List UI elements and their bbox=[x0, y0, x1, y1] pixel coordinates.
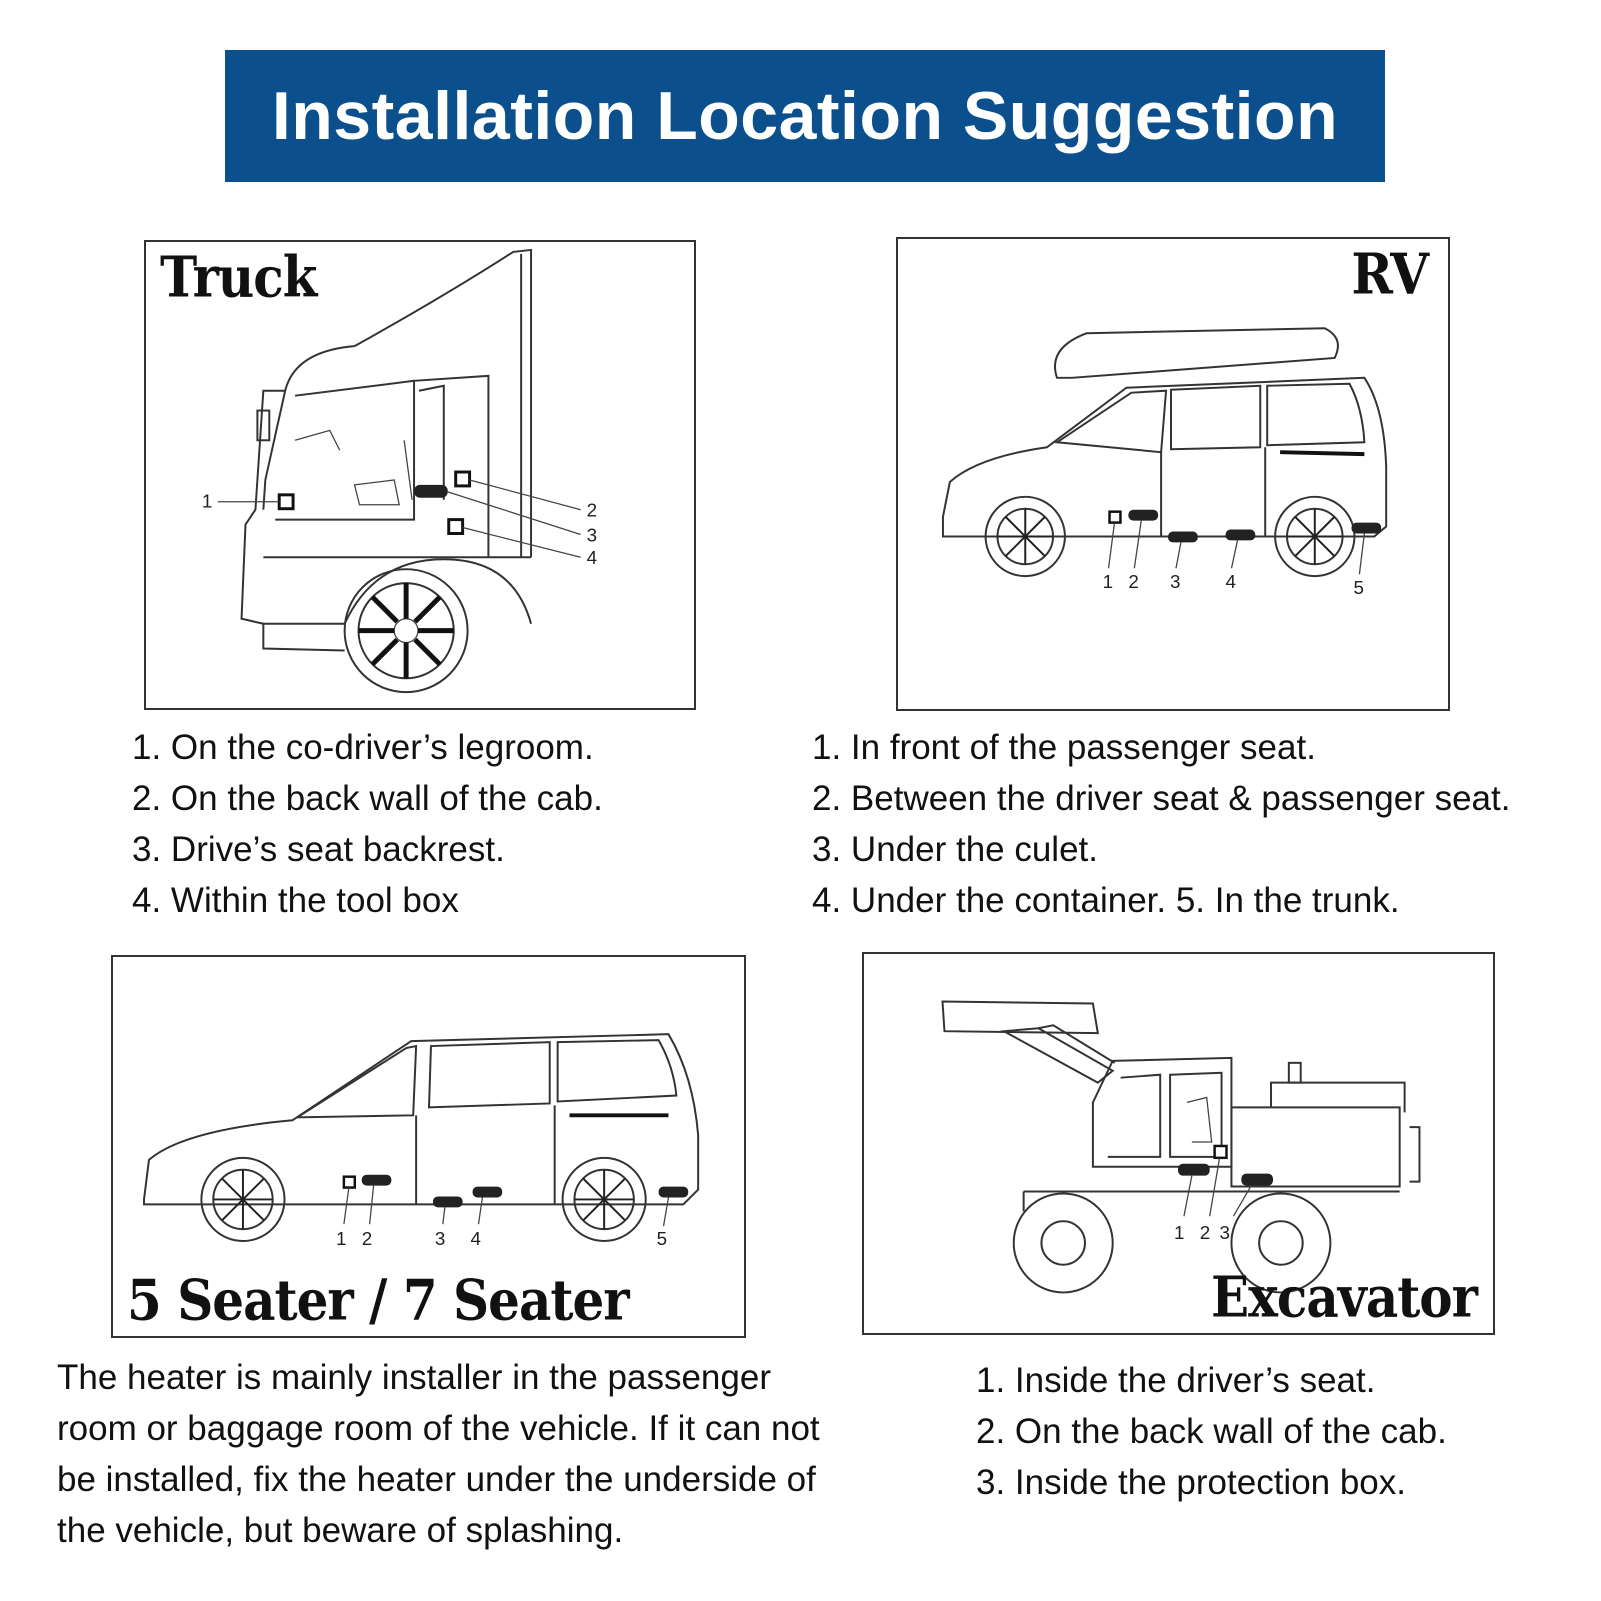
seater-callout-4: 4 bbox=[471, 1228, 481, 1249]
rv-callout-3: 3 bbox=[1170, 571, 1180, 592]
seater-illustration: 1 2 3 4 5 bbox=[143, 1033, 700, 1249]
list-item: 4. Under the container. 5. In the trunk. bbox=[812, 881, 1400, 920]
list-item: 3. Drive’s seat backrest. bbox=[132, 830, 505, 869]
rv-callout-1: 1 bbox=[1103, 571, 1113, 592]
seater-callout-5: 5 bbox=[657, 1228, 667, 1249]
excavator-callout-2: 2 bbox=[1200, 1222, 1210, 1243]
truck-callout-4: 4 bbox=[587, 547, 597, 568]
rv-callout-5: 5 bbox=[1353, 577, 1363, 598]
rv-locations-list: 1. In front of the passenger seat. 2. Be… bbox=[812, 722, 1510, 926]
page-title: Installation Location Suggestion bbox=[271, 78, 1339, 154]
rv-title: RV bbox=[1351, 241, 1429, 308]
title-banner: Installation Location Suggestion bbox=[225, 50, 1385, 182]
truck-diagram-panel: 1 2 3 4 Truck bbox=[144, 240, 696, 710]
truck-title: Truck bbox=[160, 244, 317, 311]
seater-title: 5 Seater / 7 Seater bbox=[127, 1267, 630, 1334]
seater-callout-3: 3 bbox=[435, 1228, 445, 1249]
excavator-illustration: 1 2 3 bbox=[941, 1000, 1421, 1294]
list-item: 1. In front of the passenger seat. bbox=[812, 728, 1316, 767]
excavator-locations-list: 1. Inside the driver’s seat. 2. On the b… bbox=[976, 1355, 1447, 1508]
list-item: 3. Inside the protection box. bbox=[976, 1463, 1406, 1502]
list-item: 4. Within the tool box bbox=[132, 881, 459, 920]
truck-callout-1: 1 bbox=[202, 491, 212, 512]
excavator-callout-3: 3 bbox=[1220, 1222, 1230, 1243]
list-item: 1. On the co-driver’s legroom. bbox=[132, 728, 594, 767]
excavator-title: Excavator bbox=[1211, 1264, 1478, 1331]
description-line: The heater is mainly installer in the pa… bbox=[57, 1358, 771, 1397]
seater-diagram-panel: 1 2 3 4 5 5 Seater / 7 Seater bbox=[111, 955, 746, 1338]
list-item: 2. On the back wall of the cab. bbox=[976, 1412, 1447, 1451]
excavator-callout-1: 1 bbox=[1174, 1222, 1184, 1243]
list-item: 2. On the back wall of the cab. bbox=[132, 779, 603, 818]
seater-callout-2: 2 bbox=[362, 1228, 372, 1249]
truck-locations-list: 1. On the co-driver’s legroom. 2. On the… bbox=[132, 722, 603, 926]
truck-callout-2: 2 bbox=[587, 500, 597, 521]
excavator-diagram-panel: 1 2 3 Excavator bbox=[862, 952, 1495, 1335]
rv-diagram-panel: 1 2 3 4 5 RV bbox=[896, 237, 1450, 711]
seater-callout-1: 1 bbox=[336, 1228, 346, 1249]
rv-callout-4: 4 bbox=[1226, 571, 1236, 592]
heater-description: The heater is mainly installer in the pa… bbox=[57, 1352, 897, 1556]
description-line: the vehicle, but beware of splashing. bbox=[57, 1511, 624, 1550]
rv-callout-2: 2 bbox=[1128, 571, 1138, 592]
truck-callout-3: 3 bbox=[587, 524, 597, 545]
list-item: 2. Between the driver seat & passenger s… bbox=[812, 779, 1511, 818]
list-item: 3. Under the culet. bbox=[812, 830, 1098, 869]
list-item: 1. Inside the driver’s seat. bbox=[976, 1361, 1376, 1400]
description-line: room or baggage room of the vehicle. If … bbox=[57, 1409, 820, 1448]
rv-illustration: 1 2 3 4 5 bbox=[941, 327, 1388, 598]
truck-illustration: 1 2 3 4 bbox=[202, 248, 597, 694]
description-line: be installed, fix the heater under the u… bbox=[57, 1460, 816, 1499]
